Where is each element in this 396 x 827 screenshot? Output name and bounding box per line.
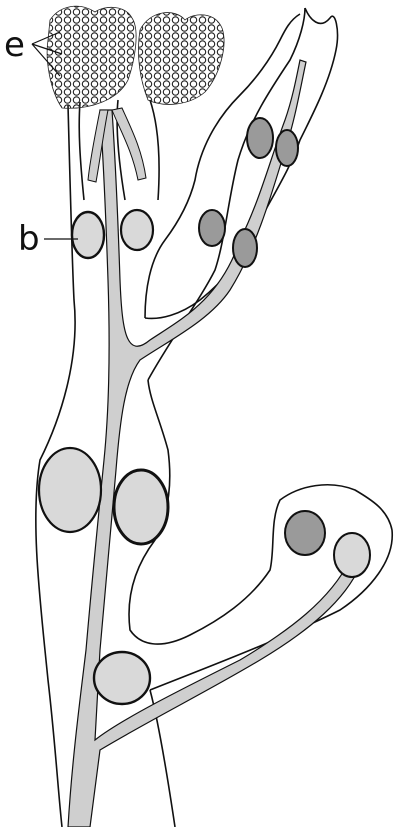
spore-cluster-right (138, 13, 224, 105)
label-e: e (4, 25, 25, 65)
nucleus (285, 511, 325, 555)
spore-clusters (47, 6, 224, 108)
label-b: b (18, 219, 40, 259)
nucleus (121, 210, 153, 250)
spore-cluster-left (47, 6, 136, 108)
nucleus (199, 210, 225, 246)
central-canal (68, 60, 360, 827)
nucleus (39, 448, 101, 532)
nucleus (114, 470, 168, 544)
nucleus (276, 130, 298, 166)
nucleus-b (72, 212, 104, 258)
nucleus (247, 118, 273, 158)
nucleus (334, 533, 370, 577)
nucleus (94, 652, 150, 704)
nucleus (233, 229, 257, 267)
